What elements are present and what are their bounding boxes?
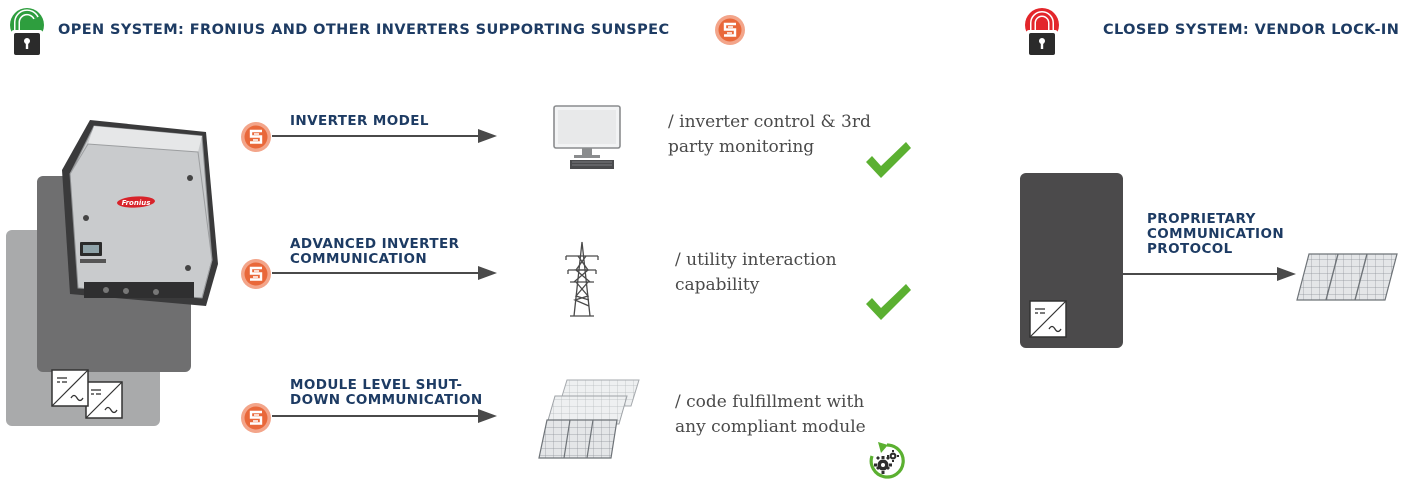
sunspec-logo-icon [713, 13, 747, 47]
fronius-inverter-device: Fronius [62, 120, 218, 306]
sunspec-logo-icon [239, 120, 273, 154]
checkmark-icon [866, 142, 911, 178]
solar-panel-icon [1296, 253, 1398, 301]
inverter-stack-illustration: Fronius [6, 120, 218, 426]
feature-label-advanced-communication: ADVANCED INVERTER COMMUNICATION [290, 236, 460, 267]
sunspec-logo-icon [239, 257, 273, 291]
arrow-connector [272, 129, 497, 143]
arrow-connector [272, 409, 497, 423]
checkmark-icon [866, 284, 911, 320]
proprietary-protocol-label: PROPRIETARY COMMUNICATION PROTOCOL [1147, 211, 1285, 257]
feature-description-control: / inverter control & 3rd party monitorin… [668, 112, 871, 157]
gears-refresh-icon [869, 442, 905, 479]
computer-monitor-icon [553, 105, 621, 169]
arrow-connector [272, 266, 497, 280]
closed-system-heading: CLOSED SYSTEM: VENDOR LOCK-IN [1103, 22, 1400, 38]
arrow-connector [1123, 267, 1296, 281]
unlocked-padlock-icon [10, 8, 44, 58]
feature-label-module-shutdown: MODULE LEVEL SHUT- DOWN COMMUNICATION [290, 377, 483, 408]
feature-label-inverter-model: INVERTER MODEL [290, 113, 429, 129]
feature-description-utility: / utility interaction capability [675, 250, 837, 295]
locked-padlock-icon [1025, 8, 1059, 58]
fronius-brand-label: Fronius [122, 199, 151, 207]
feature-description-code: / code fulfillment with any compliant mo… [675, 392, 866, 437]
power-pylon-icon [565, 241, 599, 317]
ac-dc-symbol-icon [85, 381, 123, 419]
ac-dc-symbol-icon [1029, 300, 1067, 338]
solar-modules-icon [538, 379, 640, 459]
sunspec-logo-icon [239, 401, 273, 435]
open-system-heading: OPEN SYSTEM: FRONIUS AND OTHER INVERTERS… [58, 22, 670, 38]
